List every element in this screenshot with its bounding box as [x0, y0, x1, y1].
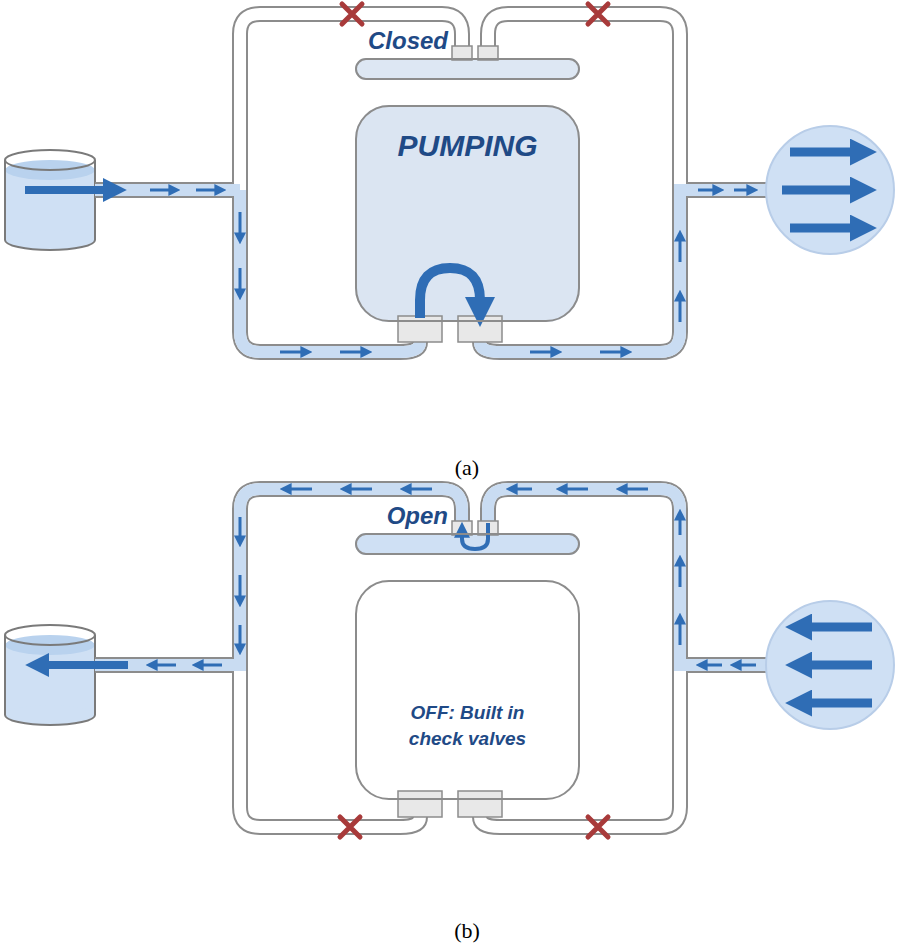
flow-arrow [679, 621, 682, 645]
pump-status-label: OFF: Built in check valves [393, 700, 543, 752]
flow-fill [95, 489, 766, 665]
flow-arrow [154, 664, 176, 667]
right-loop-pipe [480, 14, 680, 352]
flow-arrow [790, 148, 858, 157]
pipe-bore [95, 489, 766, 827]
pump-status-label: PUMPING [365, 129, 570, 163]
pump-port [398, 791, 442, 817]
flow-arrow [239, 517, 242, 539]
pump-box: OFF: Built in check valves [355, 580, 580, 800]
flow-arrow [600, 351, 624, 354]
flow-arrow [679, 563, 682, 587]
left-loop-pipe [240, 14, 462, 352]
inlet-reservoir [766, 601, 894, 729]
panel-label: (a) [437, 455, 497, 481]
tank-water [5, 645, 95, 715]
inlet-pipe [95, 182, 240, 198]
panel-b-illustration [5, 489, 894, 837]
pump-flow-arrow [420, 268, 480, 318]
flow-arrows [25, 152, 858, 352]
flow-arrow [280, 351, 304, 354]
blocked-x [588, 4, 608, 24]
flow-arrow [782, 186, 858, 195]
flow-arrow [790, 224, 858, 233]
blocked-marks [340, 817, 608, 837]
blocked-x [342, 4, 362, 24]
tank-rim [5, 150, 95, 170]
flow-arrow [150, 189, 172, 192]
flow-arrow [239, 268, 242, 292]
pump-body-fill [355, 105, 580, 322]
pump-body-fill [355, 580, 580, 797]
flow-fill [488, 489, 766, 665]
blocked-marks [342, 4, 608, 24]
tank-wall [5, 635, 95, 725]
flow-arrow [239, 575, 242, 599]
flow-fill [480, 190, 766, 352]
tank [5, 625, 95, 725]
pipe-outline [95, 14, 766, 352]
pump-box: PUMPING [355, 105, 580, 322]
outlet-reservoir [766, 126, 894, 254]
flow-arrow [804, 699, 872, 708]
flow-arrow [734, 189, 750, 192]
pipe-outline [95, 489, 766, 827]
panel-a-illustration [5, 4, 894, 352]
pump-port [458, 316, 502, 342]
flow-arrow [340, 351, 364, 354]
inlet-pipe-bore [95, 184, 240, 196]
flow-arrow [804, 623, 872, 632]
left-loop-bore [240, 14, 462, 352]
tank-wall [5, 160, 95, 250]
valve-plate [355, 58, 580, 80]
flow-arrow [804, 661, 872, 670]
flow-arrow [25, 186, 110, 194]
flow-arrow [704, 664, 722, 667]
tank-rim [5, 625, 95, 645]
valve-state-label: Open [355, 501, 580, 531]
valve-block: Closed [355, 26, 580, 80]
flow-arrow [42, 661, 128, 669]
tank [5, 150, 95, 250]
panel-label: (b) [437, 918, 497, 944]
tank-water [5, 170, 95, 240]
flow-arrow [196, 189, 218, 192]
flow-arrows [42, 489, 872, 703]
valve-plate-fill [355, 58, 580, 80]
flow-arrow [239, 625, 242, 647]
pump-port [398, 316, 442, 342]
blocked-x [340, 817, 360, 837]
flow-fill [95, 184, 240, 196]
right-loop-pipe [480, 489, 680, 827]
flow-arrow [679, 298, 682, 322]
flow-arrow [530, 351, 554, 354]
flow-arrow [408, 488, 432, 491]
flow-arrow [288, 488, 312, 491]
flow-fill [95, 190, 766, 352]
left-loop-bore [240, 489, 462, 827]
flow-fill [240, 190, 420, 352]
flow-arrow [698, 189, 716, 192]
valve-block: Open [355, 501, 580, 555]
valve-plate [355, 533, 580, 555]
valve-plate-fill [355, 533, 580, 555]
flow-arrow [200, 664, 222, 667]
right-loop-bore [480, 489, 680, 827]
left-loop-pipe [240, 489, 462, 827]
right-loop-bore [480, 14, 680, 352]
valve-state-label: Closed [355, 26, 580, 56]
flow-arrow [679, 517, 682, 535]
blocked-x [588, 817, 608, 837]
flow-arrow [514, 488, 532, 491]
flow-arrow [564, 488, 588, 491]
flow-arrow [679, 238, 682, 262]
flow-arrow [348, 488, 372, 491]
flow-arrow [738, 664, 756, 667]
pump-port [458, 791, 502, 817]
flow-arrow [624, 488, 648, 491]
valve-flow-arrow [462, 523, 488, 549]
pipe-bore [95, 14, 766, 352]
flow-arrow [239, 212, 242, 236]
